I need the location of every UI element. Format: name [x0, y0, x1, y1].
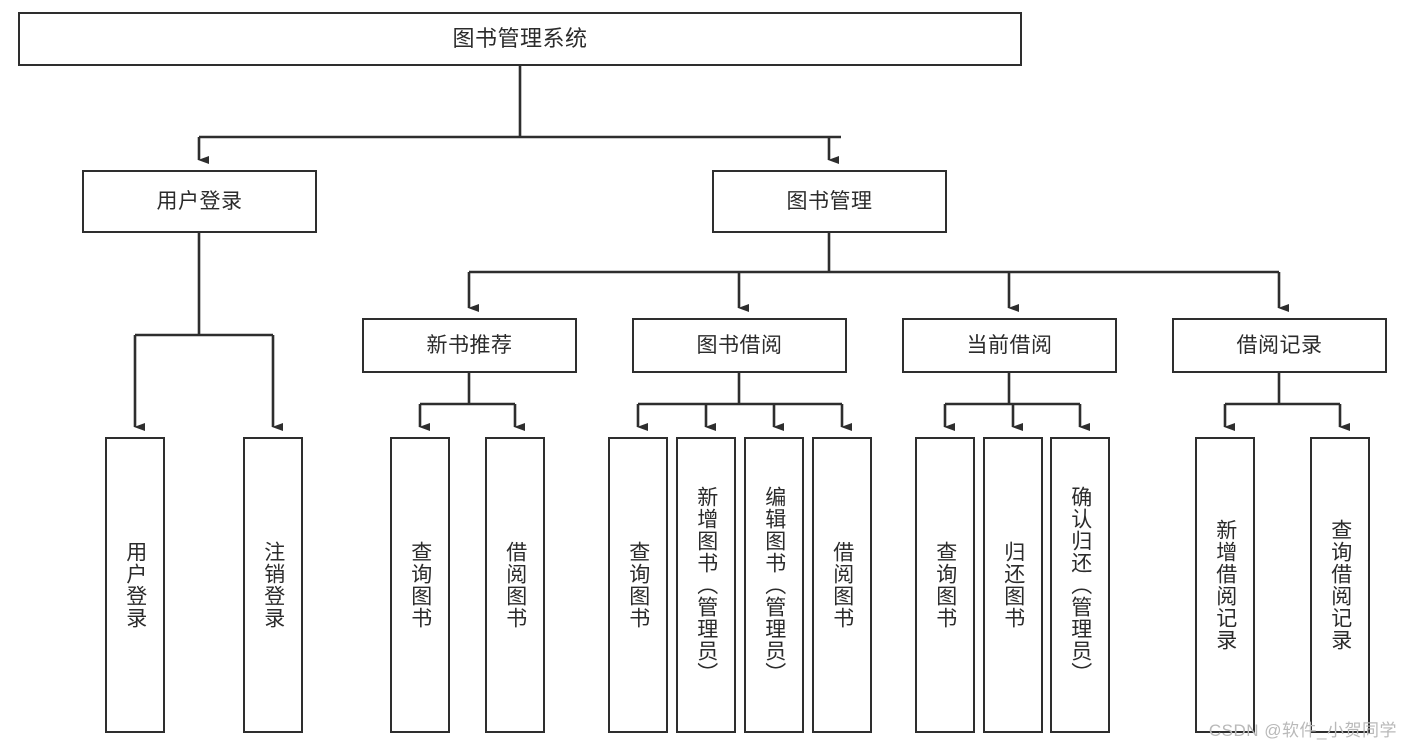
- node-label: 借阅记录: [1236, 333, 1323, 357]
- leaf-query-books-rec[interactable]: 查询图书: [390, 437, 450, 733]
- node-label: 新增图书（管理员）: [694, 486, 718, 684]
- node-user-login[interactable]: 用户登录: [82, 170, 317, 233]
- leaf-logout[interactable]: 注销登录: [243, 437, 303, 733]
- node-new-book-recommendation[interactable]: 新书推荐: [362, 318, 577, 373]
- leaf-query-books-current[interactable]: 查询图书: [915, 437, 975, 733]
- node-label: 当前借阅: [966, 333, 1053, 357]
- node-label: 新书推荐: [426, 333, 513, 357]
- node-label: 图书借阅: [696, 333, 783, 357]
- node-label: 查询图书: [933, 541, 957, 629]
- leaf-borrow-books[interactable]: 借阅图书: [812, 437, 872, 733]
- node-label: 用户登录: [123, 541, 147, 629]
- node-label: 图书管理系统: [452, 25, 588, 51]
- leaf-borrow-books-rec[interactable]: 借阅图书: [485, 437, 545, 733]
- node-label: 图书管理: [786, 189, 873, 213]
- leaf-query-books-borrow[interactable]: 查询图书: [608, 437, 668, 733]
- leaf-user-login[interactable]: 用户登录: [105, 437, 165, 733]
- leaf-query-borrow-record[interactable]: 查询借阅记录: [1310, 437, 1370, 733]
- node-book-borrowing[interactable]: 图书借阅: [632, 318, 847, 373]
- node-label: 借阅图书: [503, 541, 527, 629]
- node-label: 编辑图书（管理员）: [762, 486, 786, 684]
- leaf-edit-book-admin[interactable]: 编辑图书（管理员）: [744, 437, 804, 733]
- leaf-add-book-admin[interactable]: 新增图书（管理员）: [676, 437, 736, 733]
- node-label: 查询图书: [626, 541, 650, 629]
- node-label: 新增借阅记录: [1213, 519, 1237, 651]
- leaf-add-borrow-record[interactable]: 新增借阅记录: [1195, 437, 1255, 733]
- leaf-return-books[interactable]: 归还图书: [983, 437, 1043, 733]
- node-label: 用户登录: [156, 189, 243, 213]
- node-label: 查询图书: [408, 541, 432, 629]
- node-label: 查询借阅记录: [1328, 519, 1352, 651]
- watermark-text: CSDN @软件_小贺同学: [1208, 721, 1397, 740]
- node-label: 借阅图书: [830, 541, 854, 629]
- node-label: 注销登录: [261, 541, 285, 629]
- node-book-management[interactable]: 图书管理: [712, 170, 947, 233]
- node-label: 归还图书: [1001, 541, 1025, 629]
- node-book-management-system[interactable]: 图书管理系统: [18, 12, 1022, 66]
- node-label: 确认归还（管理员）: [1068, 486, 1092, 684]
- node-current-borrowing[interactable]: 当前借阅: [902, 318, 1117, 373]
- leaf-confirm-return-admin[interactable]: 确认归还（管理员）: [1050, 437, 1110, 733]
- node-borrowing-records[interactable]: 借阅记录: [1172, 318, 1387, 373]
